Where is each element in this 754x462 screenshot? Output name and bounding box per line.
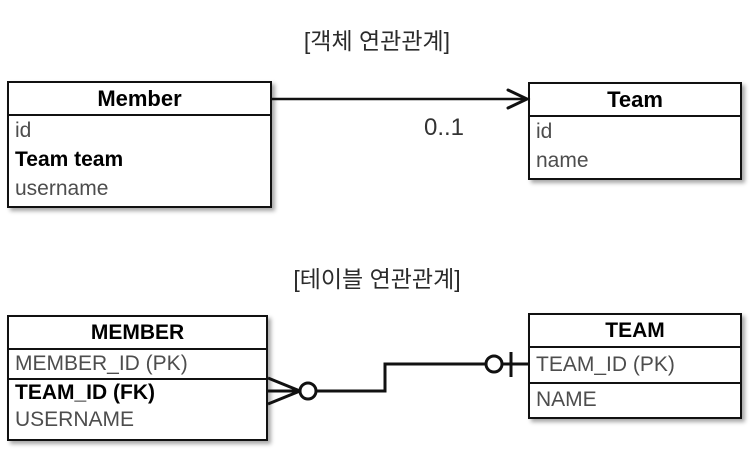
- class-attribute-username: username: [15, 176, 109, 200]
- table-column-team-id-pk: TEAM_ID (PK): [536, 353, 675, 376]
- table-box-member[interactable]: MEMBER MEMBER_ID (PK) TEAM_ID (FK) USERN…: [7, 315, 268, 441]
- table-column-team-id-fk: TEAM_ID (FK): [9, 378, 266, 406]
- class-attribute-team-id: id: [536, 119, 553, 143]
- class-name-team: Team: [530, 84, 740, 117]
- open-arrow-icon: [506, 88, 531, 110]
- table-column-name: NAME: [530, 382, 740, 416]
- table-name-member: MEMBER: [9, 317, 266, 350]
- table-name-team: TEAM: [530, 315, 740, 348]
- class-box-team[interactable]: Team id name: [528, 82, 742, 180]
- table-model-title: [테이블 연관관계]: [293, 266, 461, 292]
- table-column-username: USERNAME: [15, 408, 135, 431]
- association-multiplicity-label: 0..1: [424, 114, 465, 141]
- zero-or-one-icon: [484, 352, 513, 377]
- class-attribute-team-name: name: [536, 148, 589, 172]
- class-attribute-team: Team team: [15, 147, 124, 171]
- class-name-member: Member: [9, 83, 270, 116]
- class-attribute-id: id: [15, 118, 32, 142]
- relationship-line: [316, 362, 486, 393]
- table-column-member-id: MEMBER_ID (PK): [15, 352, 188, 375]
- class-box-member[interactable]: Member id Team team username: [7, 81, 272, 208]
- table-box-team[interactable]: TEAM TEAM_ID (PK) NAME: [528, 313, 742, 419]
- crows-foot-zero-or-many-icon: [267, 376, 318, 406]
- object-model-title: [객체 연관관계]: [303, 28, 451, 54]
